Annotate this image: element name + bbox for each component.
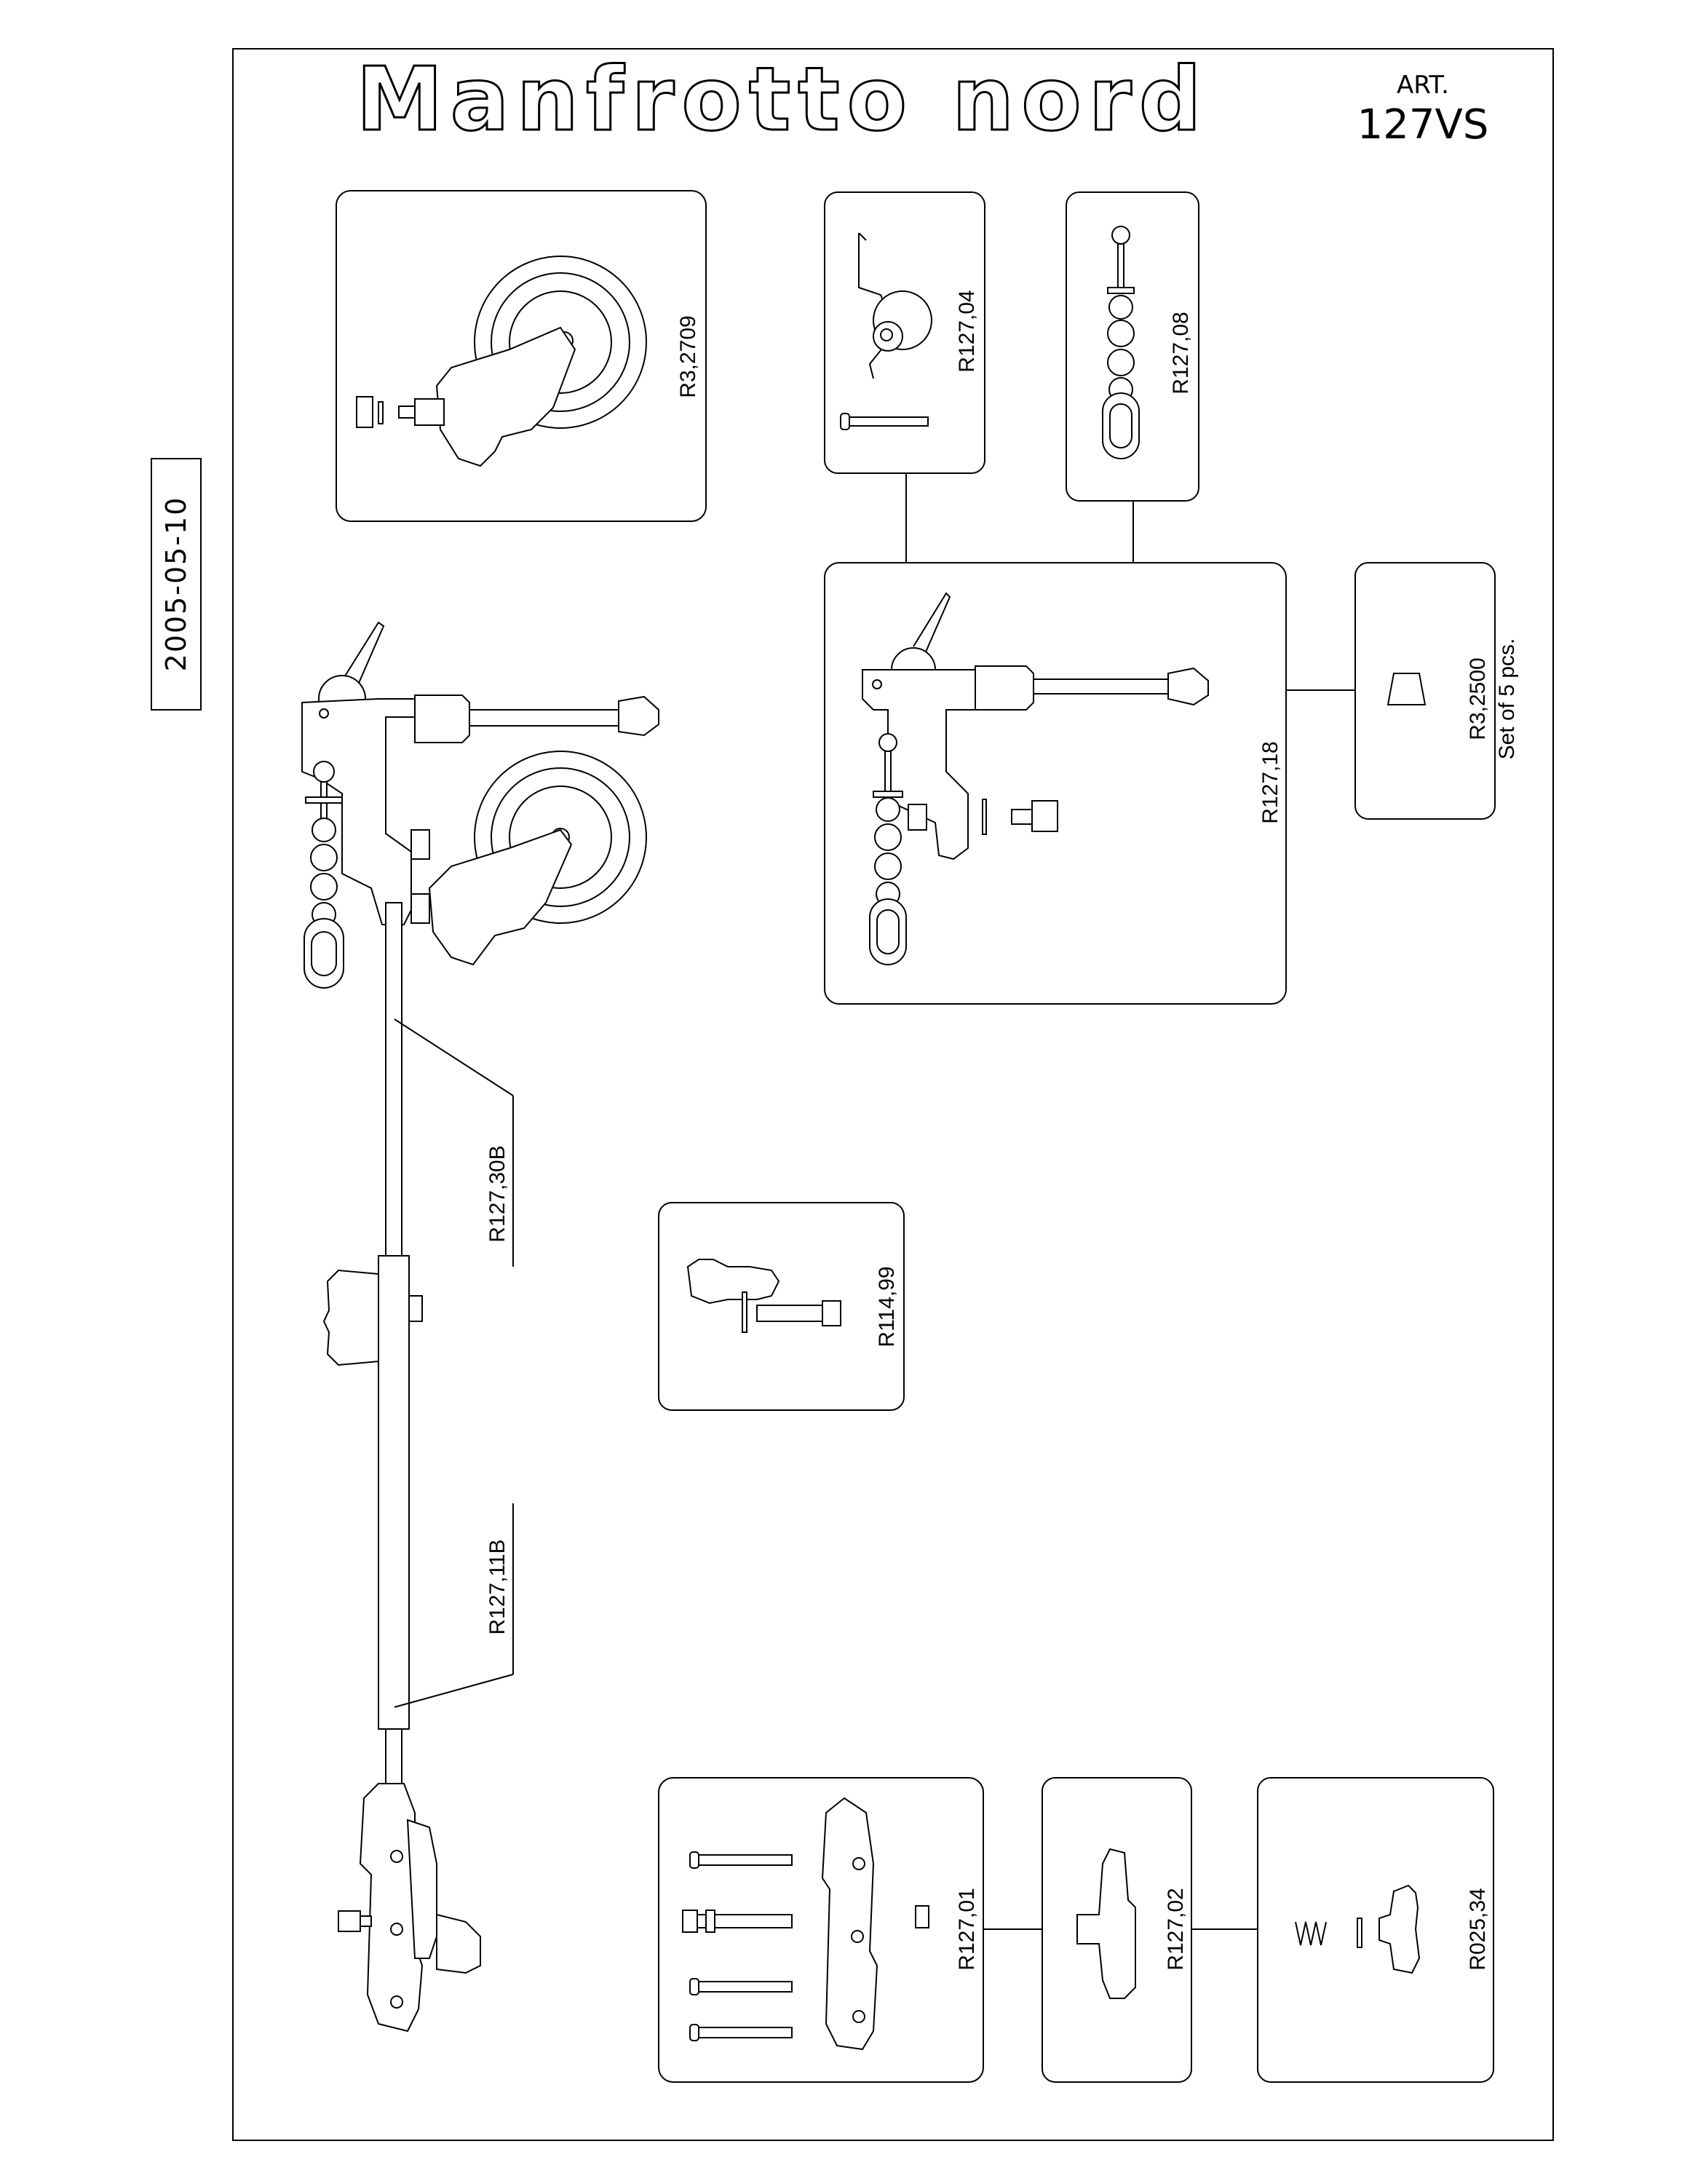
rubber-tip-icon — [1386, 673, 1427, 705]
latch-lever-icon — [840, 232, 932, 430]
main-assembly-drawing — [301, 621, 659, 2033]
part-label-r025-34: R025,34 — [1466, 1888, 1490, 1970]
art-label: ART. — [1397, 71, 1449, 100]
part-box-r127-08: R127,08 — [1066, 191, 1199, 502]
callout-r127-30b: R127,30B — [394, 1018, 514, 1267]
part-box-r114-99: R114,99 — [658, 1202, 905, 1411]
date-text: 2005-05-10 — [160, 496, 192, 672]
part-label-r127-18: R127,18 — [1258, 741, 1282, 823]
part-label-r3-2500: R3,2500 — [1466, 657, 1490, 740]
part-label-r127-01: R127,01 — [955, 1888, 979, 1970]
part-label-r127-11b: R127,11B — [485, 1539, 509, 1634]
clamp-jaw-icon — [1076, 1848, 1136, 1999]
caster-wheel-icon — [356, 256, 647, 467]
part-box-r127-04: R127,04 — [824, 191, 985, 474]
part-label-r127-04: R127,04 — [955, 290, 979, 372]
part-label-r127-08: R127,08 — [1169, 312, 1193, 394]
spring-knob-icon — [1295, 1884, 1421, 1974]
part-label-r127-30b: R127,30B — [485, 1145, 509, 1242]
part-box-r3-2709: R3,2709 — [336, 190, 707, 522]
part-box-r127-01: R127,01 — [658, 1777, 984, 2083]
bracket-hardware-icon — [682, 1797, 929, 2051]
part-label-r114-99: R114,99 — [875, 1266, 899, 1347]
art-number: 127VS — [1357, 101, 1489, 149]
part-box-r127-02: R127,02 — [1042, 1777, 1192, 2083]
part-note-r3-2500: Set of 5 pcs. — [1495, 638, 1519, 760]
part-label-r3-2709: R3,2709 — [676, 315, 700, 397]
callout-r127-11b: R127,11B — [394, 1503, 514, 1708]
part-box-r025-34: R025,34 — [1257, 1777, 1494, 2083]
part-box-r127-18: R127,18 — [824, 562, 1287, 1005]
date-stamp: 2005-05-10 — [151, 458, 202, 711]
brand-title: Manfrotto nord — [356, 50, 1209, 151]
part-label-r127-02: R127,02 — [1164, 1888, 1188, 1970]
sheet-frame — [232, 48, 1554, 2141]
ball-chain-icon — [1102, 226, 1140, 459]
knob-bolt-icon — [686, 1259, 841, 1333]
part-box-r3-2500: R3,2500 Set of 5 pcs. — [1354, 562, 1519, 820]
clamp-assembly-icon — [862, 592, 1209, 965]
